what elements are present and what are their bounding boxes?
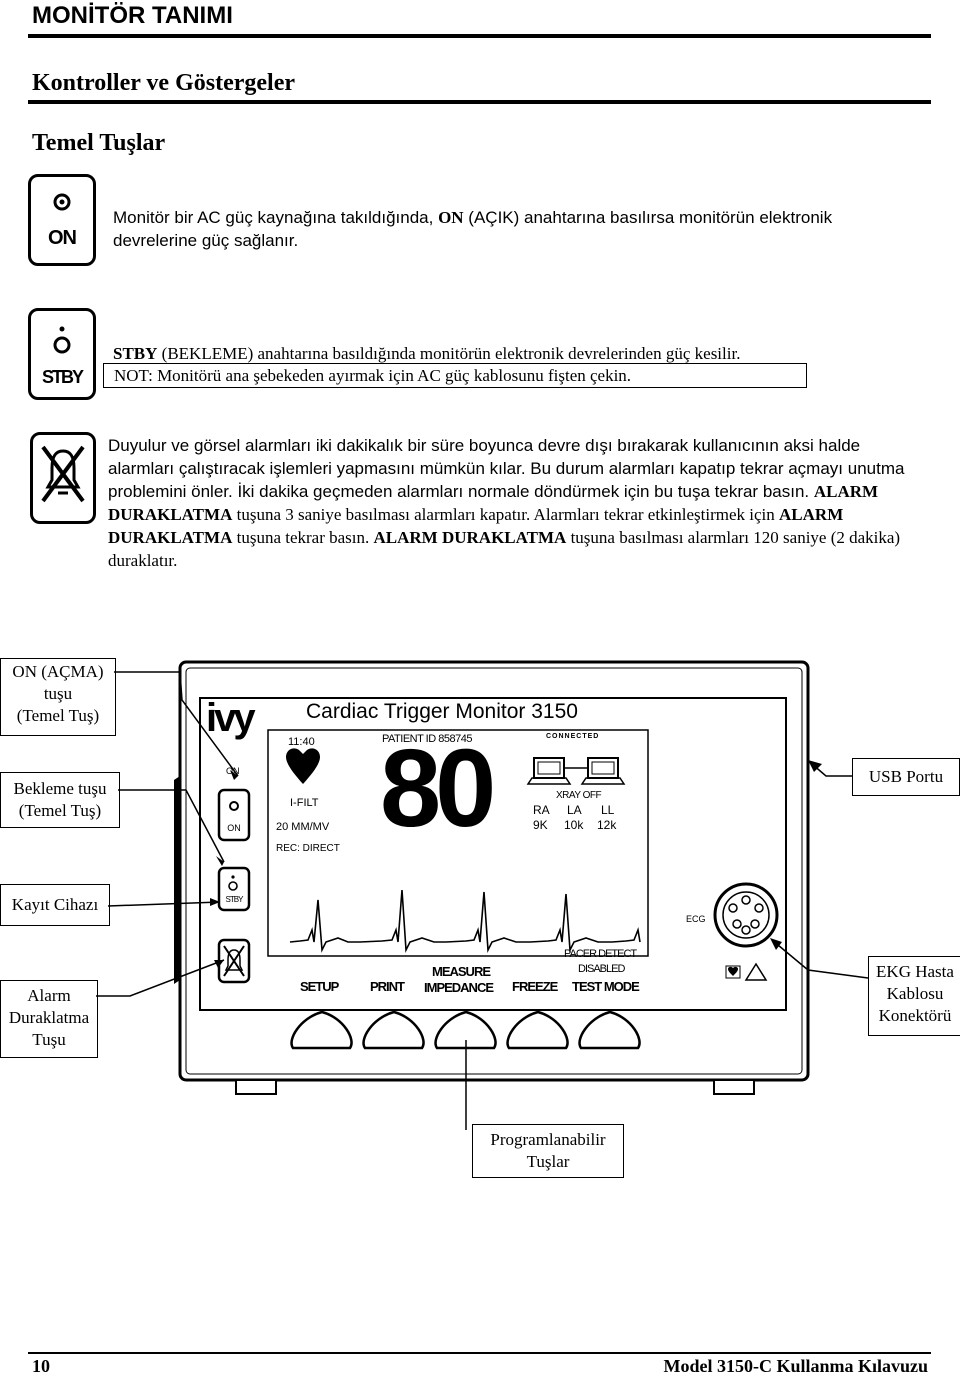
softkey-label-freeze: FREEZE — [512, 979, 558, 994]
lcd-heart-rate: 80 — [380, 727, 496, 850]
alarm-desc-bold2: ALARM DURAKLATMA — [108, 505, 844, 547]
lcd-lead-la-value: 10k — [564, 818, 584, 832]
softkey-label-impedance: IMPEDANCE — [424, 980, 494, 995]
lcd-scale: 20 MM/MV — [276, 821, 330, 833]
lcd-time: 11:40 — [288, 736, 315, 748]
on-button-label: ON — [227, 823, 241, 833]
callout-on-key-line3: (Temel Tuş) — [16, 706, 100, 725]
alarm-desc-bold1: ALARM DURAKLATMA — [108, 482, 879, 524]
section-title: Kontroller ve Göstergeler — [32, 70, 296, 96]
ecg-connector-label: ECG — [686, 914, 706, 924]
lcd-patient-id: PATIENT ID 858745 — [382, 733, 472, 745]
on-desc-text2: (AÇIK) anahtarına basılırsa monitörün el… — [113, 208, 833, 250]
softkey-label-print: PRINT — [370, 979, 405, 994]
callout-ecg-line2: Kablosu — [886, 984, 944, 1003]
stby-note: NOT: Monitörü ana şebekeden ayırmak için… — [114, 366, 632, 385]
page-title: MONİTÖR TANIMI — [32, 2, 233, 29]
alarm-desc-text4: tuşuna basılması alarmları 120 saniye (2… — [108, 528, 901, 570]
lcd-filter: I-FILT — [290, 797, 319, 809]
alarm-desc-bold3: ALARM DURAKLATMA — [373, 528, 567, 547]
softkey-3[interactable] — [435, 1012, 497, 1050]
callout-programmable-line2: Tuşlar — [526, 1152, 570, 1171]
stby-key-icon: STBY — [28, 308, 96, 400]
callout-programmable-box: Programlanabilir Tuşlar — [472, 1124, 624, 1178]
ecg-connector[interactable] — [715, 883, 777, 945]
lcd-lead-la: LA — [567, 803, 582, 817]
on-key-description: Monitör bir AC güç kaynağına takıldığınd… — [113, 206, 893, 252]
softkey-label-measure: MEASURE — [432, 964, 491, 979]
callout-standby-line2: (Temel Tuş) — [18, 801, 102, 820]
lcd-xray-status: XRAY OFF — [556, 790, 602, 801]
stby-note-box: NOT: Monitörü ana şebekeden ayırmak için… — [103, 363, 807, 388]
footer-rule — [28, 1352, 931, 1354]
alarm-pause-description: Duyulur ve görsel alarmları iki dakikalı… — [108, 434, 918, 572]
callout-alarm-line2: Duraklatma — [8, 1008, 90, 1027]
softkey-1[interactable] — [291, 1012, 353, 1050]
softkey-label-test-mode: TEST MODE — [572, 979, 640, 994]
on-desc-bold: ON — [438, 208, 464, 227]
softkey-label-pacer-detect: PACER DETECT — [564, 948, 637, 960]
lcd-lead-ll: LL — [601, 803, 615, 817]
on-desc-text: Monitör bir AC güç kaynağına takıldığınd… — [113, 208, 439, 227]
callout-on-key-line1: ON (AÇMA) — [12, 662, 104, 681]
callout-ecg-box: EKG Hasta Kablosu Konektörü — [868, 956, 960, 1036]
stby-key-description: STBY (BEKLEME) anahtarına basıldığında m… — [113, 342, 913, 365]
softkey-5[interactable] — [579, 1012, 641, 1050]
lcd-lead-ra-value: 9K — [533, 818, 548, 832]
callout-ecg-line3: Konektörü — [878, 1006, 952, 1025]
softkey-label-setup: SETUP — [300, 979, 339, 994]
on-key-icon-label: ON — [48, 227, 77, 249]
lcd-connected-status: CONNECTED — [546, 733, 600, 740]
on-key-icon: ON — [28, 174, 96, 266]
softkey-2[interactable] — [363, 1012, 425, 1050]
alarm-desc-text3: tuşuna tekrar basın. — [232, 528, 374, 547]
softkey-label-disabled: DISABLED — [578, 963, 625, 975]
softkey-4[interactable] — [507, 1012, 569, 1050]
callout-programmable-line1: Programlanabilir — [490, 1130, 606, 1149]
callout-standby-box: Bekleme tuşu (Temel Tuş) — [0, 772, 120, 828]
callout-alarm-pause-box: Alarm Duraklatma Tuşu — [0, 980, 98, 1058]
on-button[interactable]: ON — [219, 790, 249, 840]
section-rule — [28, 100, 931, 104]
lcd-lead-ll-value: 12k — [597, 818, 617, 832]
footer-page-number: 10 — [32, 1356, 50, 1376]
callout-usb-line1: USB Portu — [868, 767, 944, 786]
monitor-diagram — [96, 660, 869, 1130]
side-on-label: ON — [226, 766, 240, 776]
stby-key-icon-label: STBY — [41, 367, 84, 387]
callout-on-key-line2: tuşu — [43, 684, 73, 703]
alarm-pause-key-icon — [30, 432, 96, 524]
monitor-model-title: Cardiac Trigger Monitor 3150 — [306, 700, 578, 723]
callout-alarm-line1: Alarm — [27, 986, 71, 1005]
callout-ecg-line1: EKG Hasta — [876, 962, 954, 981]
callout-recorder-line1: Kayıt Cihazı — [11, 895, 99, 914]
callout-on-key-box: ON (AÇMA) tuşu (Temel Tuş) — [0, 658, 116, 736]
lcd-lead-ra: RA — [533, 803, 550, 817]
callout-recorder-box: Kayıt Cihazı — [0, 884, 110, 926]
callout-standby-line1: Bekleme tuşu — [13, 779, 107, 798]
subsection-title: Temel Tuşlar — [32, 130, 166, 156]
alarm-pause-button[interactable] — [219, 940, 249, 982]
stby-button[interactable]: STBY — [219, 868, 249, 910]
title-rule — [28, 34, 931, 38]
lcd-rec-mode: REC: DIRECT — [276, 843, 340, 854]
monitor-brand-logo: ivy — [206, 696, 256, 740]
alarm-desc-text1: Duyulur ve görsel alarmları iki dakikalı… — [108, 436, 905, 501]
stby-desc-bold: STBY — [113, 344, 158, 363]
footer-manual-title: Model 3150-C Kullanma Kılavuzu — [663, 1356, 928, 1376]
stby-desc-text: (BEKLEME) anahtarına basıldığında monitö… — [157, 344, 741, 363]
alarm-desc-text2: tuşuna 3 saniye basılması alarmları kapa… — [232, 505, 780, 524]
callout-alarm-line3: Tuşu — [32, 1030, 66, 1049]
stby-button-label: STBY — [225, 895, 244, 904]
